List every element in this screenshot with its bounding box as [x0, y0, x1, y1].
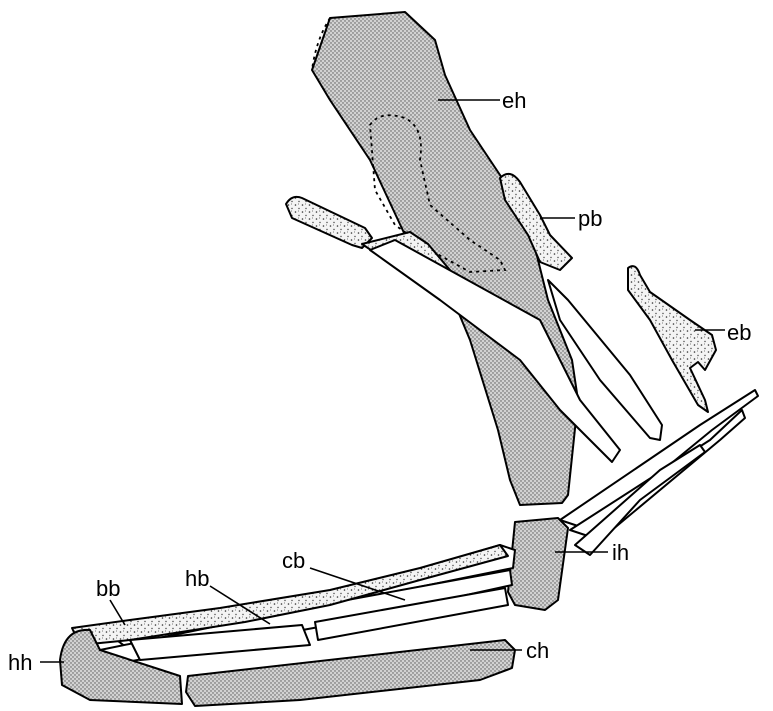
epihyal-inner-outline — [369, 114, 507, 273]
label-hh: hh — [8, 650, 32, 675]
label-ch: ch — [526, 638, 549, 663]
hypobranchial — [129, 624, 311, 661]
ceratohyal-anterior — [59, 628, 183, 705]
pharyngobranchial — [499, 172, 573, 271]
leader-bb — [109, 599, 126, 626]
long-ceratobranchial-upper — [547, 279, 663, 441]
label-eb: eb — [727, 320, 751, 345]
leader-cb — [309, 567, 406, 601]
leader-hb — [209, 585, 271, 625]
label-cb: cb — [282, 548, 305, 573]
epihyal-upper-dashed-edge — [311, 17, 331, 71]
label-ih: ih — [612, 540, 629, 565]
label-pb: pb — [578, 206, 602, 231]
hypobranchial-2 — [314, 587, 509, 641]
label-eh: eh — [502, 88, 526, 113]
ceratohyal — [185, 639, 516, 707]
epibranchial — [627, 265, 717, 413]
label-bb: bb — [96, 576, 120, 601]
rod-branch — [369, 239, 621, 463]
label-hb: hb — [185, 566, 209, 591]
rod-left — [285, 195, 373, 249]
gill-ray-3 — [574, 444, 706, 556]
interhyal — [507, 517, 569, 611]
